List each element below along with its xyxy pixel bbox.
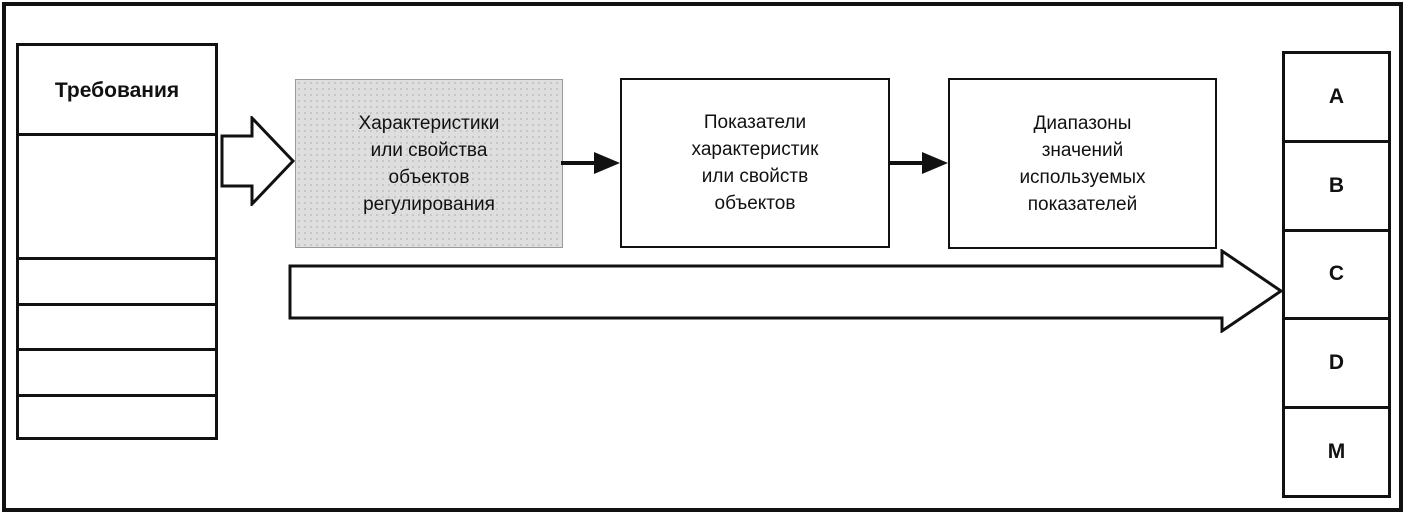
requirements-table-title: Требования — [54, 79, 180, 102]
result-cell-c: C — [1285, 228, 1388, 318]
stage-box-label: Диапазоны значений используемых показате… — [1019, 112, 1146, 215]
table-row-divider — [19, 348, 215, 351]
outer-frame — [2, 2, 1403, 512]
right-arrow-icon — [886, 148, 950, 178]
stage-box-label: Показатели характеристик или свойств объ… — [691, 112, 819, 214]
result-cell-d: D — [1285, 317, 1388, 406]
table-row-divider — [19, 133, 215, 136]
stage-box-ranges: Диапазоны значений используемых показате… — [948, 78, 1217, 249]
stage-box-characteristics: Характеристики или свойства объектов рег… — [295, 79, 563, 248]
result-column: A B C D M — [1282, 51, 1391, 498]
stage-box-indicators: Показатели характеристик или свойств объ… — [620, 78, 890, 248]
wide-arrow-icon — [288, 249, 1284, 333]
result-cell-m: M — [1285, 406, 1388, 495]
result-cell-b: B — [1285, 139, 1388, 229]
result-cell-a: A — [1328, 84, 1345, 108]
requirements-table: Требования — [16, 43, 218, 440]
table-row-divider — [19, 303, 215, 306]
table-row-divider — [19, 394, 215, 397]
stage-box-label: Характеристики или свойства объектов рег… — [358, 112, 500, 215]
right-arrow-icon — [558, 148, 622, 178]
block-arrow-icon — [220, 116, 296, 206]
table-row-divider — [19, 257, 215, 260]
